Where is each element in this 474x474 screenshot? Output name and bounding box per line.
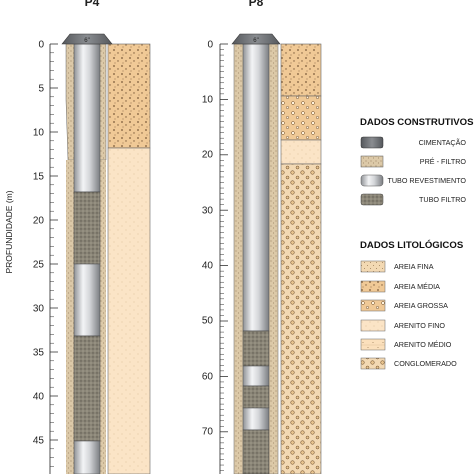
p8-tick-50: 50 bbox=[202, 316, 214, 327]
legend-construtivos-title: DADOS CONSTRUTIVOS bbox=[360, 117, 474, 128]
well-p4: P4 0 5 10 15 20 25 30 35 40 45 bbox=[33, 0, 151, 474]
p8-lith-arenito-fino bbox=[280, 139, 322, 165]
p8-well-head bbox=[231, 33, 281, 45]
p4-tick-30: 30 bbox=[33, 304, 45, 315]
legend-arenito-fino: ARENITO FINO bbox=[394, 321, 445, 330]
legend-areia-fina: AREIA FINA bbox=[394, 262, 434, 271]
p8-lith-areia-grossa bbox=[280, 95, 322, 141]
swatch-tubo-revestimento bbox=[360, 174, 384, 187]
legend-tubo-filtro: TUBO FILTRO bbox=[419, 195, 466, 204]
legend-construtivos: DADOS CONSTRUTIVOS CIMENTAÇÃO PRÉ - FILT… bbox=[360, 117, 474, 206]
legend-areia-grossa: AREIA GROSSA bbox=[394, 301, 448, 310]
p4-tubo-revestimento-2 bbox=[73, 263, 101, 337]
p4-lith-areia-media bbox=[107, 43, 151, 149]
p8-lith-areia-media bbox=[280, 43, 322, 97]
legend-cimentacao: CIMENTAÇÃO bbox=[419, 138, 467, 147]
well-p4-title: P4 bbox=[85, 0, 100, 9]
p4-tick-45: 45 bbox=[33, 436, 45, 447]
p4-tick-25: 25 bbox=[33, 260, 45, 271]
p8-tubo-filtro-1 bbox=[242, 330, 270, 367]
p8-tick-70: 70 bbox=[202, 427, 214, 438]
p4-depth-axis: 0 5 10 15 20 25 30 35 40 45 bbox=[33, 40, 58, 474]
p4-casing-string: 6" bbox=[61, 33, 113, 474]
p4-tick-40: 40 bbox=[33, 392, 45, 403]
p4-tick-20: 20 bbox=[33, 216, 45, 227]
p4-tubo-revestimento-3 bbox=[73, 440, 101, 474]
swatch-areia-fina bbox=[360, 260, 386, 273]
p8-tubo-filtro-3 bbox=[242, 429, 270, 474]
legend-litologicos: DADOS LITOLÓGICOS AREIA FINA AREIA MÉDIA… bbox=[360, 239, 464, 370]
swatch-cimentacao bbox=[360, 136, 384, 149]
legend-tubo-revestimento: TUBO REVESTIMENTO bbox=[387, 176, 466, 185]
p4-tick-35: 35 bbox=[33, 348, 45, 359]
p8-casing-string: 6" bbox=[231, 33, 281, 474]
p4-well-head bbox=[61, 33, 113, 45]
p4-tubo-revestimento-1 bbox=[73, 43, 101, 193]
swatch-conglomerado bbox=[360, 357, 386, 370]
p4-diameter-label: 6" bbox=[84, 38, 89, 44]
well-p8: P8 0 10 20 30 40 50 60 70 bbox=[202, 0, 322, 474]
well-p8-title: P8 bbox=[249, 0, 264, 9]
legend-areia-media: AREIA MÉDIA bbox=[394, 282, 440, 291]
p8-tick-10: 10 bbox=[202, 95, 214, 106]
p8-tick-0: 0 bbox=[207, 40, 213, 51]
legend-pre-filtro: PRÉ - FILTRO bbox=[420, 157, 467, 166]
swatch-arenito-fino bbox=[360, 319, 386, 332]
swatch-tubo-filtro bbox=[360, 193, 384, 206]
legend-conglomerado: CONGLOMERADO bbox=[394, 359, 457, 368]
p4-lith-arenito-fino bbox=[107, 147, 151, 474]
p8-tick-60: 60 bbox=[202, 372, 214, 383]
p8-depth-axis: 0 10 20 30 40 50 60 70 bbox=[202, 40, 228, 474]
swatch-areia-media bbox=[360, 280, 386, 293]
p4-tubo-filtro-2 bbox=[73, 335, 101, 442]
p4-lithology-column bbox=[107, 43, 151, 474]
p8-lithology-column bbox=[280, 43, 322, 474]
p8-tick-20: 20 bbox=[202, 150, 214, 161]
p4-tick-5: 5 bbox=[38, 84, 44, 95]
swatch-pre-filtro bbox=[360, 155, 384, 168]
y-axis-label: PROFUNDIDADE (m) bbox=[4, 190, 14, 273]
p8-tick-30: 30 bbox=[202, 206, 214, 217]
p8-lith-conglomerado bbox=[280, 163, 322, 474]
swatch-arenito-medio bbox=[360, 338, 386, 351]
p8-tubo-revestimento-2 bbox=[242, 365, 270, 387]
p4-tick-15: 15 bbox=[33, 172, 45, 183]
legend-arenito-medio: ARENITO MÉDIO bbox=[394, 340, 452, 349]
p4-tubo-filtro-1 bbox=[73, 191, 101, 265]
p8-tubo-filtro-2 bbox=[242, 385, 270, 409]
p8-tubo-revestimento-3 bbox=[242, 407, 270, 431]
p4-tick-0: 0 bbox=[38, 40, 44, 51]
p4-tick-10: 10 bbox=[33, 128, 45, 139]
p8-tick-40: 40 bbox=[202, 261, 214, 272]
p8-diameter-label: 6" bbox=[253, 38, 258, 44]
legend-litologicos-title: DADOS LITOLÓGICOS bbox=[360, 239, 464, 251]
p8-tubo-revestimento-1 bbox=[242, 43, 270, 332]
swatch-areia-grossa bbox=[360, 299, 386, 312]
